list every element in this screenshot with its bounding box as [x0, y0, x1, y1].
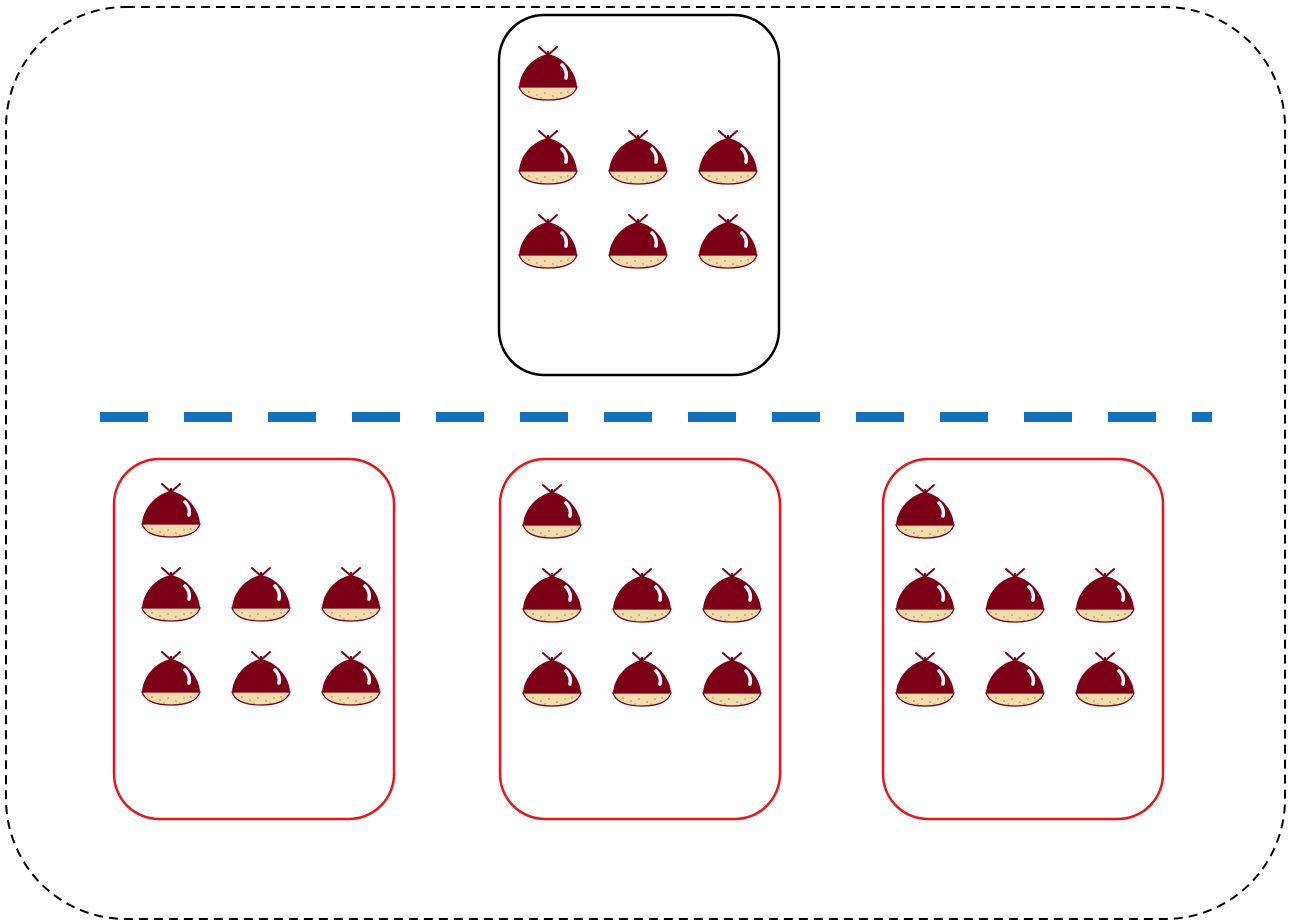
chestnut-icon — [140, 650, 202, 706]
chestnut-icon — [230, 566, 292, 622]
chestnut-icon — [607, 129, 669, 185]
chestnut-icon — [984, 651, 1046, 707]
outer-dashed-border — [5, 6, 1286, 920]
chestnut-icon — [320, 650, 382, 706]
chestnut-icon — [894, 651, 956, 707]
chestnut-icon — [611, 651, 673, 707]
chestnut-icon — [697, 129, 759, 185]
chestnut-icon — [1074, 651, 1136, 707]
bottom-group-box-3 — [881, 457, 1165, 821]
chestnut-icon — [984, 567, 1046, 623]
chestnut-icon — [701, 567, 763, 623]
chestnut-icon — [521, 483, 583, 539]
chestnut-icon — [894, 567, 956, 623]
chestnut-icon — [1074, 567, 1136, 623]
chestnut-icon — [697, 213, 759, 269]
chestnut-icon — [320, 566, 382, 622]
chestnut-icon — [517, 45, 579, 101]
chestnut-icon — [517, 213, 579, 269]
chestnut-icon — [140, 566, 202, 622]
chestnut-icon — [611, 567, 673, 623]
chestnut-icon — [894, 483, 956, 539]
bottom-group-box-1 — [112, 457, 396, 821]
chestnut-icon — [521, 651, 583, 707]
top-group-box — [497, 13, 781, 377]
chestnut-icon — [517, 129, 579, 185]
chestnut-icon — [607, 213, 669, 269]
chestnut-icon — [140, 482, 202, 538]
chestnut-icon — [701, 651, 763, 707]
bottom-group-box-2 — [498, 457, 782, 821]
chestnut-icon — [230, 650, 292, 706]
chestnut-icon — [521, 567, 583, 623]
